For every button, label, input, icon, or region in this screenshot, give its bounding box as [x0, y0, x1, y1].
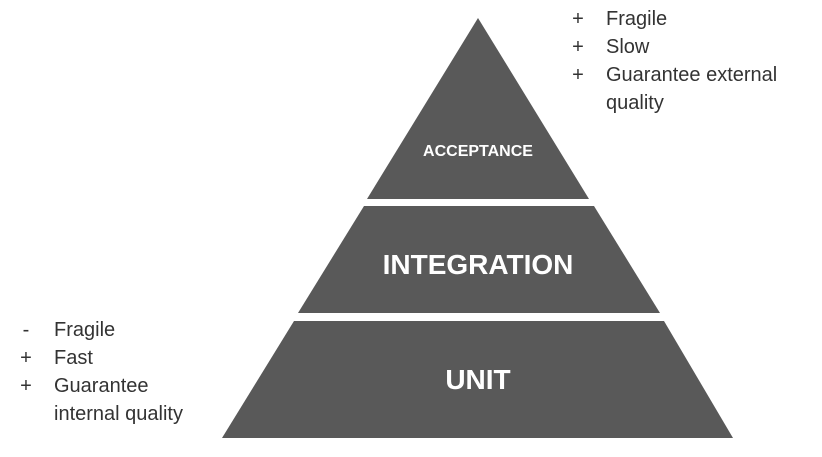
acceptance-label: ACCEPTANCE	[423, 143, 533, 160]
note-text: Guarantee external quality	[606, 64, 778, 114]
note-item: + Fragile	[568, 5, 818, 33]
unit-notes: - Fragile + Fast + Guarantee internal qu…	[16, 316, 216, 428]
note-text: Guarantee internal quality	[54, 375, 183, 425]
unit-notes-list: - Fragile + Fast + Guarantee internal qu…	[16, 316, 216, 428]
acceptance-notes-list: + Fragile + Slow + Guarantee external qu…	[568, 5, 818, 117]
plus-marker: +	[20, 375, 32, 397]
note-item: + Guarantee internal quality	[16, 372, 216, 428]
unit-layer	[222, 321, 733, 438]
plus-marker: +	[572, 64, 584, 86]
acceptance-layer	[367, 18, 589, 199]
plus-marker: +	[572, 36, 584, 58]
integration-layer	[298, 206, 660, 313]
acceptance-notes: + Fragile + Slow + Guarantee external qu…	[568, 5, 818, 117]
note-item: + Slow	[568, 33, 818, 61]
unit-label: UNIT	[445, 364, 510, 395]
note-item: - Fragile	[16, 316, 216, 344]
note-text: Fragile	[54, 319, 116, 341]
note-text: Slow	[606, 36, 650, 58]
note-item: + Guarantee external quality	[568, 61, 818, 117]
plus-marker: +	[20, 347, 32, 369]
note-text: Fragile	[606, 8, 668, 30]
integration-label: INTEGRATION	[383, 249, 574, 280]
note-text: Fast	[54, 347, 93, 369]
minus-marker: -	[22, 319, 30, 341]
note-item: + Fast	[16, 344, 216, 372]
plus-marker: +	[572, 8, 584, 30]
